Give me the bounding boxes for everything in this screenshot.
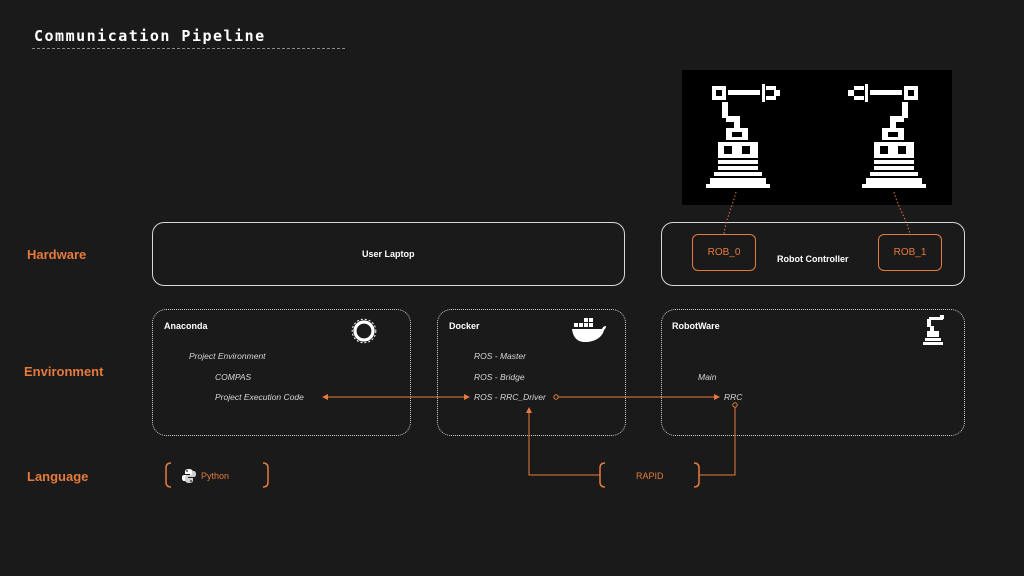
python-bracket-left	[165, 462, 172, 488]
title-underline	[32, 48, 345, 49]
page-title: Communication Pipeline	[34, 27, 266, 45]
robot-arms-icon	[706, 84, 926, 188]
rapid-bracket-left	[599, 462, 606, 488]
row-label-language: Language	[27, 469, 89, 484]
row-label-environment: Environment	[24, 364, 104, 379]
robotware-item-main: Main	[698, 372, 717, 382]
anaconda-item-execution-code: Project Execution Code	[215, 392, 304, 402]
user-laptop-label: User Laptop	[362, 249, 415, 259]
rapid-to-driver-arrow	[526, 407, 600, 476]
docker-whale-icon	[572, 318, 606, 342]
rrc-connection-dot	[732, 402, 738, 408]
python-bracket-right	[262, 462, 269, 488]
rapid-bracket-right	[693, 462, 700, 488]
robotware-title: RobotWare	[672, 321, 720, 331]
row-label-hardware: Hardware	[27, 247, 87, 262]
rapid-label: RAPID	[636, 471, 664, 481]
robot-controller-box	[661, 222, 965, 286]
driver-connection-dot	[553, 394, 559, 400]
robot-image-panel	[682, 70, 952, 205]
docker-title: Docker	[449, 321, 480, 331]
rob0-leader-line	[723, 191, 737, 235]
user-laptop-box	[152, 222, 625, 286]
anaconda-item-project-environment: Project Environment	[189, 351, 266, 361]
python-label: Python	[201, 471, 230, 481]
rob0-box: ROB_0	[692, 234, 756, 271]
robot-arm-icon	[923, 315, 944, 345]
robotware-item-rrc: RRC	[724, 392, 743, 402]
docker-item-ros-master: ROS - Master	[474, 351, 526, 361]
rob1-leader-line	[893, 191, 911, 235]
robot-controller-label: Robot Controller	[777, 254, 849, 264]
python-icon	[182, 469, 196, 483]
anaconda-box	[152, 309, 411, 436]
anaconda-item-compas: COMPAS	[215, 372, 252, 382]
anaconda-title: Anaconda	[164, 321, 208, 331]
docker-box	[437, 309, 626, 436]
robotware-box	[661, 309, 965, 436]
anaconda-ring-icon	[351, 318, 377, 344]
rapid-return-line	[699, 407, 736, 476]
rob1-box: ROB_1	[878, 234, 942, 271]
docker-item-ros-bridge: ROS - Bridge	[474, 372, 525, 382]
docker-item-ros-rrc-driver: ROS - RRC_Driver	[474, 392, 546, 402]
